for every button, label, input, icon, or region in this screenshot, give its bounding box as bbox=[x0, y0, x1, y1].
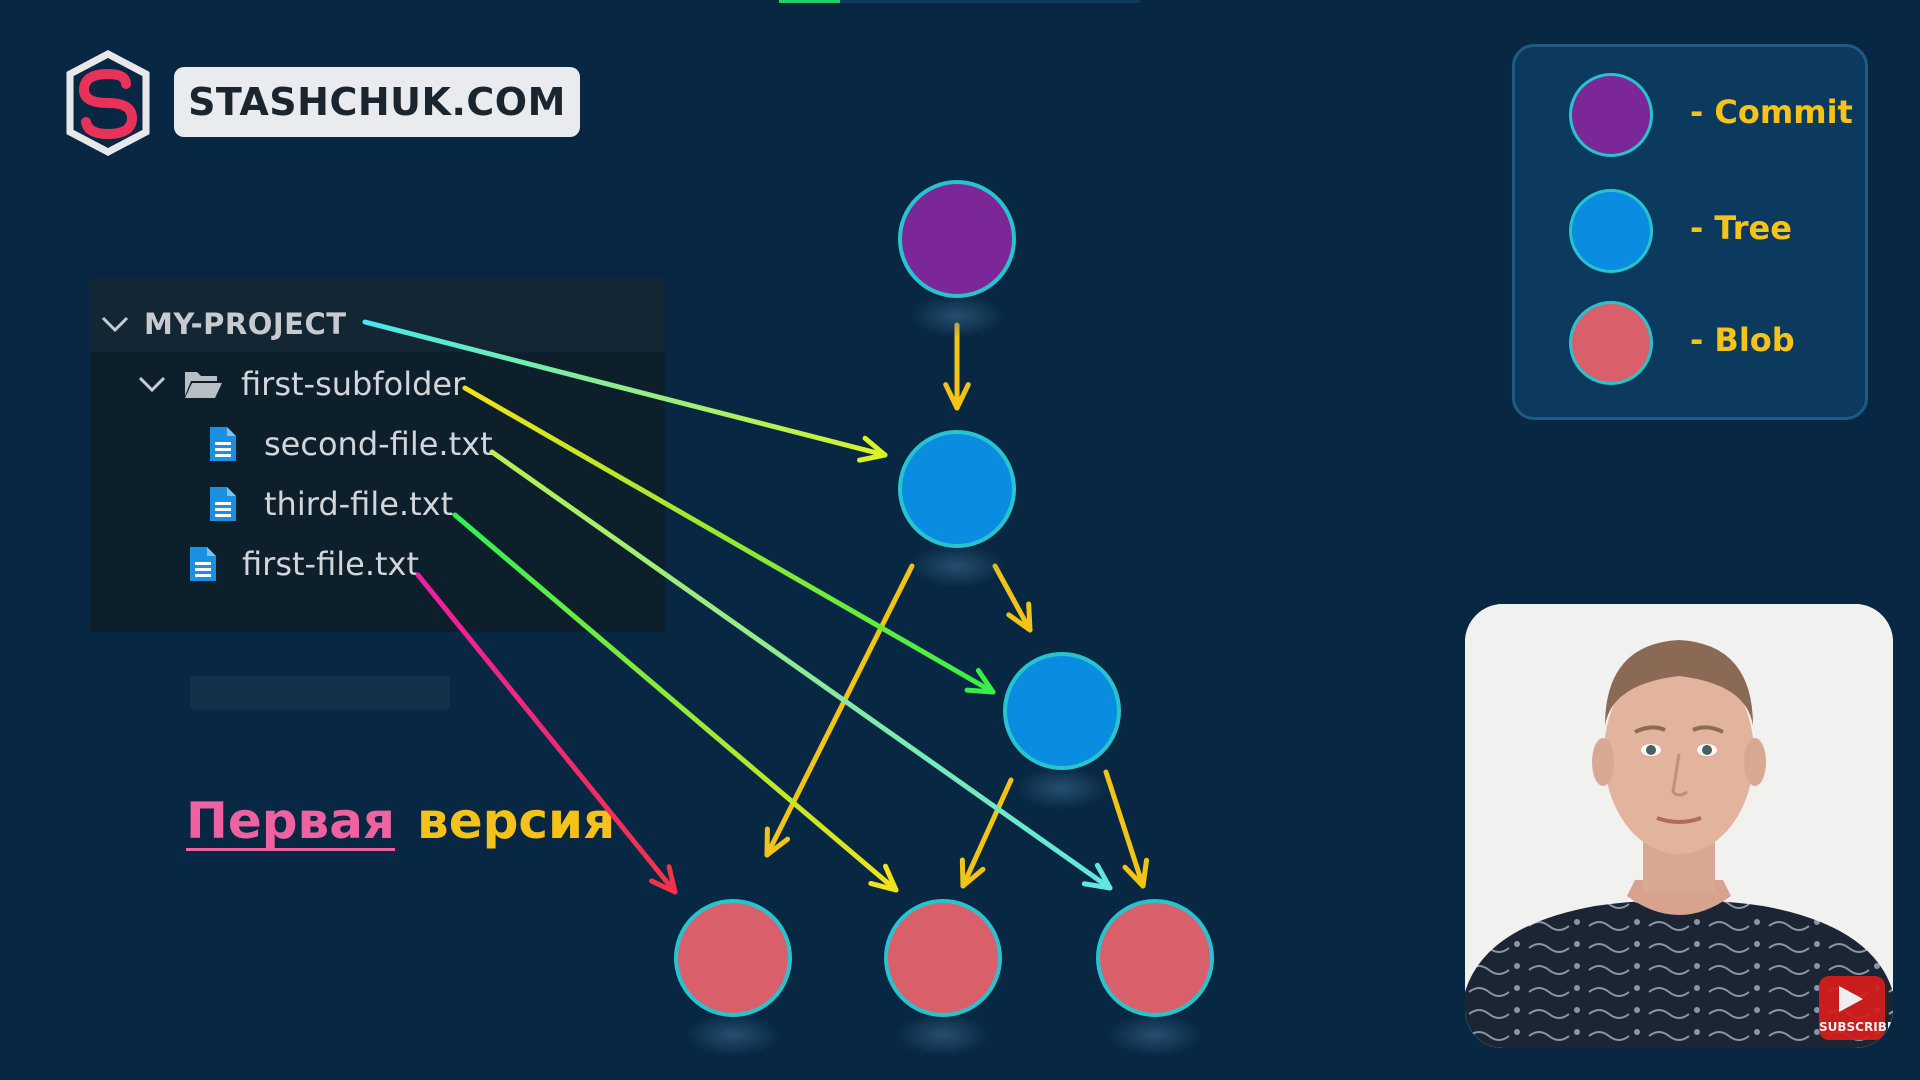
chevron-down-icon bbox=[101, 316, 129, 333]
folder-open-icon bbox=[185, 372, 222, 398]
legend-label: - Commit bbox=[1690, 93, 1853, 131]
subscribe-label: SUBSCRIBE bbox=[1819, 1020, 1893, 1034]
tree-row-root[interactable]: MY-PROJECT bbox=[100, 299, 347, 349]
brand-name: STASHCHUK.COM bbox=[188, 80, 566, 124]
legend-item-commit: - Commit bbox=[1515, 63, 1871, 163]
blob-node-first-file-reflection bbox=[685, 1013, 781, 1057]
arrow-tree-to-subtree bbox=[992, 563, 1033, 633]
commit-circle-icon bbox=[1569, 73, 1653, 157]
video-progress-fill bbox=[779, 0, 841, 3]
tree-root-label: MY-PROJECT bbox=[144, 307, 347, 341]
file-icon bbox=[210, 487, 236, 521]
root-tree-node bbox=[898, 430, 1016, 548]
subfolder-tree-node bbox=[1003, 652, 1121, 770]
tree-row-second-file[interactable]: second-file.txt bbox=[208, 419, 493, 469]
file-explorer-panel bbox=[90, 278, 665, 632]
tree-row-subfolder[interactable]: first-subfolder bbox=[137, 359, 465, 409]
video-progress-bar[interactable] bbox=[779, 0, 1140, 3]
blob-node-third-file bbox=[884, 899, 1002, 1017]
blob-node-third-file-reflection bbox=[895, 1013, 991, 1057]
arrow-label-third-file-to-blob bbox=[452, 512, 899, 893]
tree-row-first-file[interactable]: first-file.txt bbox=[188, 539, 419, 589]
arrow-subtree-to-blob-second bbox=[1103, 769, 1150, 889]
arrow-tree-to-blob-first bbox=[764, 563, 915, 858]
chevron-down-icon bbox=[138, 376, 166, 393]
legend-item-tree: - Tree bbox=[1515, 179, 1871, 279]
blob-circle-icon bbox=[1569, 301, 1653, 385]
play-icon bbox=[1839, 986, 1863, 1012]
subfolder-tree-node-reflection bbox=[1014, 766, 1110, 810]
tree-file-label: first-file.txt bbox=[242, 545, 420, 583]
arrow-subtree-to-blob-third bbox=[959, 777, 1014, 889]
caption-word-version: версия bbox=[417, 792, 616, 850]
commit-node-reflection bbox=[909, 294, 1005, 338]
nodes-layer bbox=[674, 180, 1214, 1057]
arrow-label-first-file-to-blob bbox=[415, 572, 678, 895]
arrow-label-second-file-to-blob bbox=[489, 449, 1113, 891]
arrow-commit-to-tree bbox=[943, 322, 971, 411]
tree-row-third-file[interactable]: third-file.txt bbox=[208, 479, 453, 529]
legend-item-blob: - Blob bbox=[1515, 291, 1871, 391]
legend-label: - Blob bbox=[1690, 321, 1795, 359]
legend-label: - Tree bbox=[1690, 209, 1792, 247]
subscribe-badge[interactable]: SUBSCRIBE bbox=[1819, 976, 1893, 1040]
tree-file-label: second-file.txt bbox=[264, 425, 493, 463]
version-caption: Первая версия bbox=[186, 792, 615, 850]
explorer-header bbox=[90, 278, 665, 352]
presenter-image bbox=[1465, 604, 1893, 1048]
tree-subfolder-label: first-subfolder bbox=[241, 365, 466, 403]
arrow-label-root-to-tree bbox=[362, 319, 888, 463]
brand-name-plate: STASHCHUK.COM bbox=[174, 67, 580, 137]
file-icon bbox=[190, 547, 216, 581]
blob-node-second-file bbox=[1096, 899, 1214, 1017]
blob-node-first-file bbox=[674, 899, 792, 1017]
root-tree-node-reflection bbox=[909, 544, 1005, 588]
legend-panel: - Commit - Tree - Blob bbox=[1512, 44, 1868, 420]
commit-node bbox=[898, 180, 1016, 298]
tree-file-label: third-file.txt bbox=[264, 485, 454, 523]
arrows-layer bbox=[362, 319, 1150, 895]
presenter-webcam: SUBSCRIBE bbox=[1465, 604, 1893, 1048]
tree-circle-icon bbox=[1569, 189, 1653, 273]
arrow-label-subfolder-to-subtree bbox=[462, 385, 996, 695]
file-icon bbox=[210, 427, 236, 461]
stashchuk-logo-icon bbox=[66, 50, 150, 156]
blob-node-second-file-reflection bbox=[1107, 1013, 1203, 1057]
ghost-reflection bbox=[190, 676, 450, 710]
caption-word-first: Первая bbox=[186, 792, 396, 850]
